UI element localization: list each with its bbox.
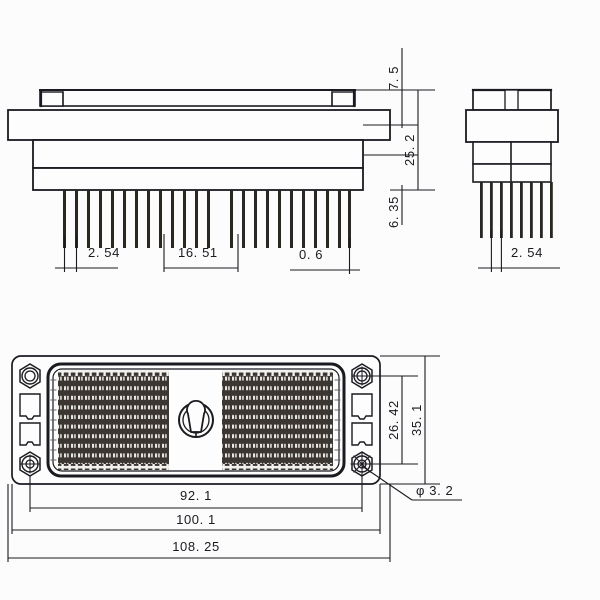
plan-contact-array-right: [222, 370, 333, 470]
dim-92-1-label: 92. 1: [180, 488, 212, 503]
dim-0-6-label: 0. 6: [299, 247, 323, 262]
dim-7-5-label: 7. 5: [386, 66, 401, 90]
dim-35-1-label: 35. 1: [409, 404, 424, 436]
front-right-latch: [331, 90, 356, 108]
hole-diameter-leader: [361, 465, 462, 501]
front-pin-bank-left: [63, 190, 210, 248]
plan-contact-array-left: [58, 370, 169, 470]
plan-row-index-marks-right: [334, 379, 341, 461]
front-horizontal-dimensions: [55, 234, 360, 274]
plan-slot-left-upper: [19, 393, 41, 420]
side-horizontal-dimensions: [478, 230, 560, 272]
bottom-plan-view: [11, 355, 381, 485]
front-mounting-flange: [7, 109, 391, 141]
side-body: [465, 109, 559, 183]
dim-16-51-label: 16. 51: [178, 245, 218, 260]
dim-6-35-label: 6. 35: [386, 196, 401, 228]
plan-mounting-hole-top-right: [351, 363, 373, 389]
dim-phi-3-2-label: φ 3. 2: [416, 483, 453, 498]
plan-slot-right-lower: [351, 422, 373, 446]
plan-slot-left-lower: [19, 422, 41, 446]
front-main-body: [32, 139, 364, 191]
front-vertical-dimensions: [355, 48, 435, 225]
dim-25-2-label: 25. 2: [402, 134, 417, 166]
side-pin-bank: [480, 182, 553, 238]
front-elevation-view: [7, 89, 391, 248]
dim-2-54-front-label: 2. 54: [88, 245, 120, 260]
plan-slot-right-upper: [351, 393, 373, 420]
dim-100-1-label: 100. 1: [176, 512, 216, 527]
dim-26-42-label: 26. 42: [386, 400, 401, 440]
plan-mounting-hole-top-left: [19, 363, 41, 389]
side-elevation-view: [465, 88, 559, 238]
plan-mounting-hole-bottom-right: [350, 451, 374, 477]
plan-mounting-hole-bottom-left: [19, 451, 41, 477]
front-pin-bank-right: [230, 190, 351, 248]
side-top-flange: [471, 88, 553, 111]
dim-108-25-label: 108. 25: [172, 539, 220, 554]
plan-horizontal-dimensions: [7, 476, 391, 562]
dim-2-54-side-label: 2. 54: [511, 245, 543, 260]
center-keyway-icon: [178, 400, 214, 438]
plan-row-index-marks: [50, 379, 57, 461]
front-upper-flange: [39, 89, 356, 107]
front-left-latch: [39, 90, 64, 108]
plan-vertical-dimensions: [372, 355, 440, 485]
